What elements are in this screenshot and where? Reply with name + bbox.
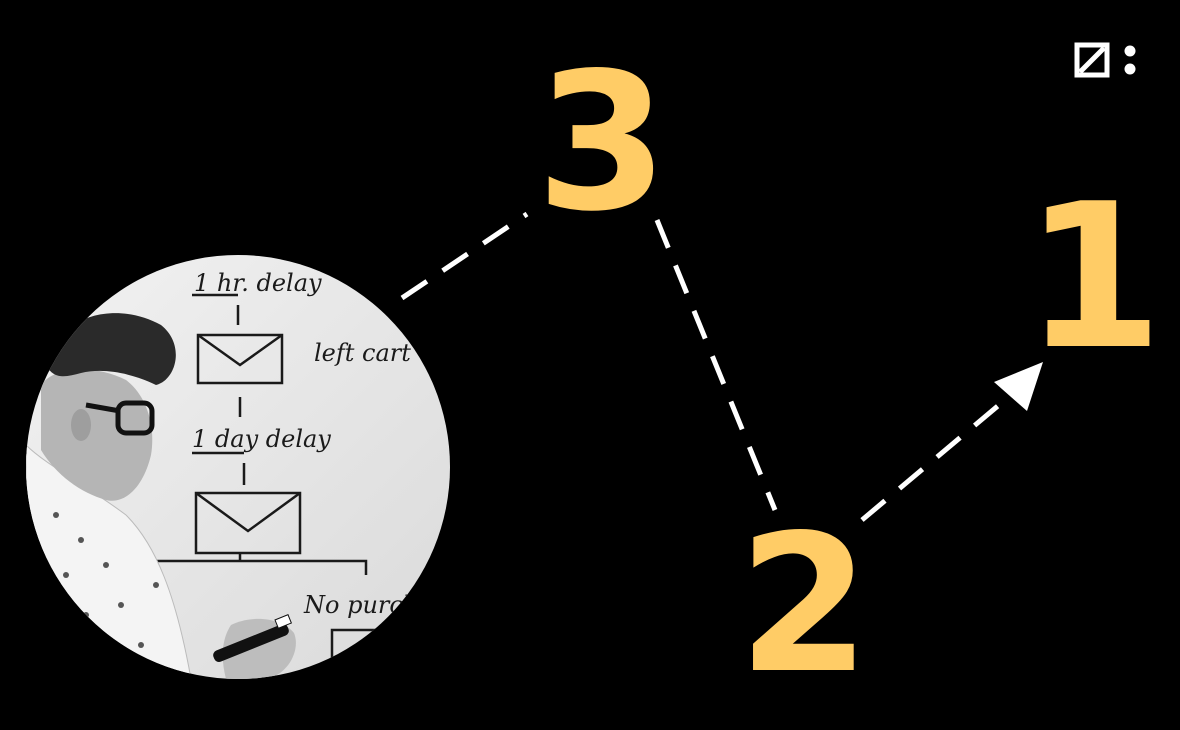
slashed-square-colon-logo-icon bbox=[1074, 42, 1136, 78]
note-no-purchase: No purch bbox=[303, 591, 418, 619]
arrow-head-icon bbox=[994, 362, 1043, 411]
connector-2-to-1 bbox=[860, 398, 1007, 522]
note-left-cart: left cart bbox=[314, 339, 411, 367]
connector-photo-to-3 bbox=[400, 211, 529, 301]
note-hour-delay: 1 hr. delay bbox=[194, 269, 322, 297]
whiteboard-flowchart-photo: 1 hr. delay left cart 1 day delay No pur… bbox=[26, 255, 450, 679]
step-number-2: 2 bbox=[738, 494, 870, 715]
note-day-delay: 1 day delay bbox=[192, 425, 331, 453]
person-figure bbox=[26, 313, 296, 679]
connector-3-to-2 bbox=[654, 219, 778, 511]
step-number-3: 3 bbox=[536, 32, 668, 253]
step-number-1: 1 bbox=[1024, 161, 1163, 394]
